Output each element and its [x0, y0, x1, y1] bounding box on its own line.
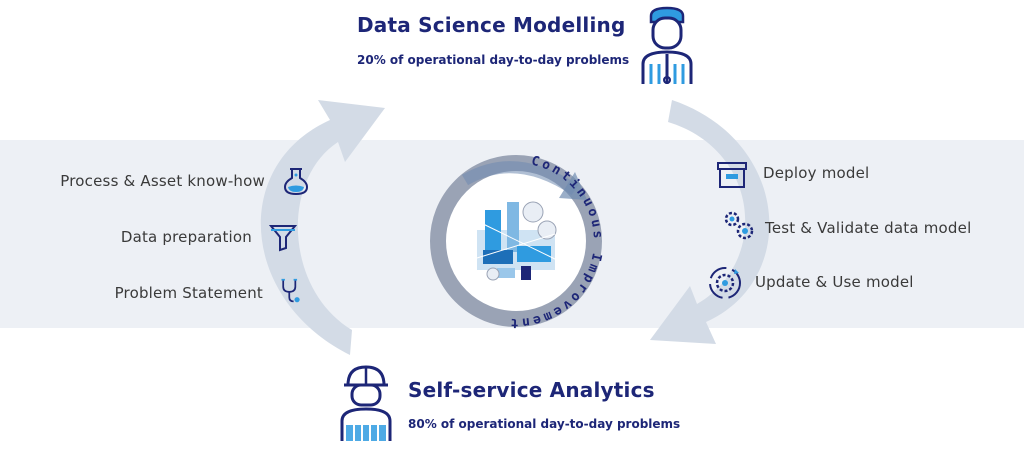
bottom-title: Self-service Analytics [408, 378, 655, 402]
flask-icon [283, 168, 309, 196]
step-deploy-model-label: Deploy model [763, 164, 870, 182]
step-update-use-label: Update & Use model [755, 273, 914, 291]
step-problem-statement-label: Problem Statement [114, 284, 263, 302]
stethoscope-icon [281, 278, 300, 303]
bottom-subtitle: 80% of operational day-to-day problems [408, 417, 681, 431]
data-scientist-icon [641, 6, 693, 84]
gear-arrows-icon [709, 267, 741, 299]
step-test-validate-label: Test & Validate data model [765, 219, 972, 237]
gears-icon [724, 211, 754, 240]
top-title: Data Science Modelling [357, 13, 626, 37]
archive-box-icon [717, 162, 747, 188]
engineer-hardhat-icon [340, 365, 392, 441]
funnel-icon [268, 225, 298, 252]
step-process-asset-label: Process & Asset know-how [60, 172, 265, 190]
continuous-improvement-graphic: Continuous Improvement [430, 154, 602, 330]
industrial-plant-icon [476, 201, 558, 281]
top-subtitle: 20% of operational day-to-day problems [357, 53, 630, 67]
step-data-preparation-label: Data preparation [120, 228, 252, 246]
